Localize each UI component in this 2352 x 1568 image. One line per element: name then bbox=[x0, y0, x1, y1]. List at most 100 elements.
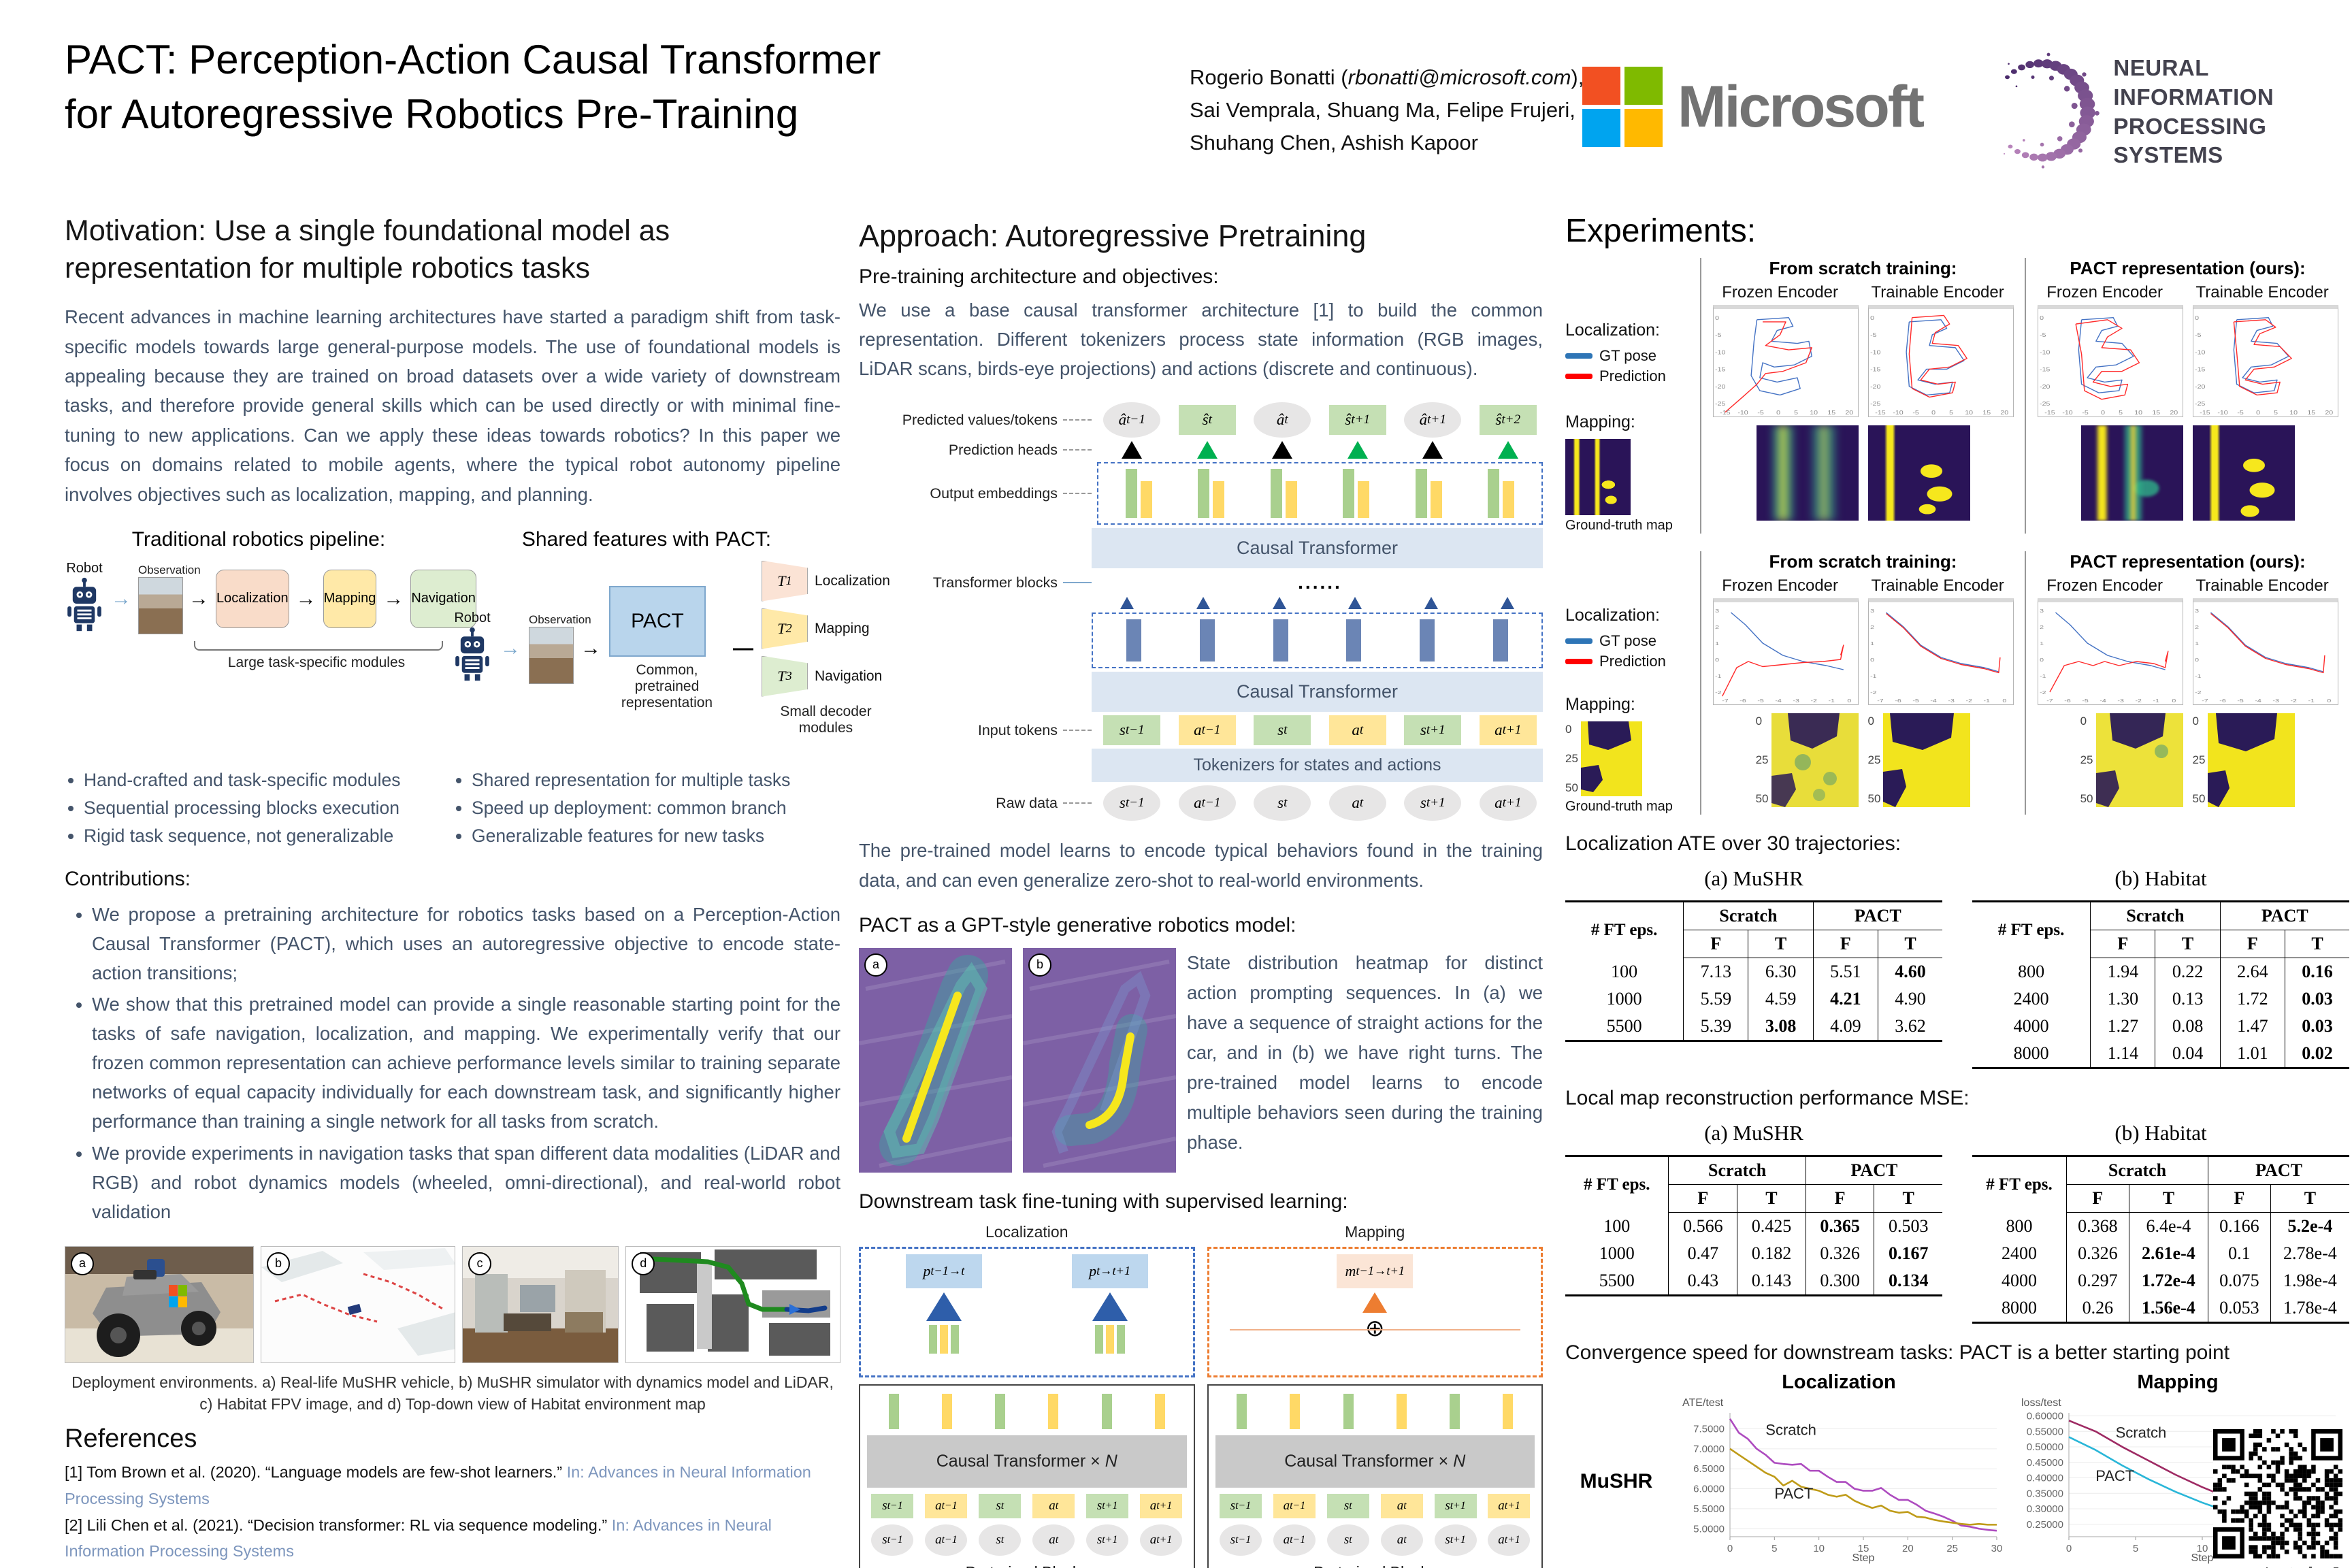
table-cell: T bbox=[1748, 930, 1814, 958]
trainable-encoder-label: Trainable Encoder bbox=[1871, 283, 2004, 301]
svg-text:-1: -1 bbox=[1870, 673, 1876, 679]
svg-text:PACT: PACT bbox=[1774, 1485, 1813, 1502]
svg-text:-4: -4 bbox=[1775, 698, 1781, 703]
svg-text:-3: -3 bbox=[2117, 698, 2123, 703]
table-cell: 0.26 bbox=[2066, 1294, 2129, 1323]
svg-text:10: 10 bbox=[1810, 410, 1818, 415]
map-prediction bbox=[2192, 425, 2295, 521]
contributions-list: We propose a pretraining architecture fo… bbox=[65, 900, 840, 1227]
reference-1: [1] Tom Brown et al. (2020). “Language m… bbox=[65, 1463, 811, 1507]
svg-text:-2: -2 bbox=[1870, 689, 1876, 695]
table-cell: 2.61e-4 bbox=[2128, 1240, 2208, 1267]
frozen-encoder-label: Frozen Encoder bbox=[1722, 283, 1839, 301]
table-cell: 4000 bbox=[2013, 1016, 2049, 1036]
table-cell: 800 bbox=[2018, 961, 2045, 981]
table-cell: Scratch bbox=[1683, 901, 1814, 930]
head-triangle-green bbox=[1497, 441, 1518, 459]
ms-square-blue bbox=[1582, 109, 1620, 147]
svg-text:10: 10 bbox=[2289, 410, 2298, 415]
svg-text:Step: Step bbox=[1852, 1552, 1875, 1564]
head-triangle-black bbox=[1122, 441, 1143, 459]
svg-text:-6: -6 bbox=[2064, 698, 2070, 703]
decoder-caption: Small decoder modules bbox=[780, 703, 872, 736]
svg-text:-15: -15 bbox=[1870, 367, 1880, 372]
svg-text:15: 15 bbox=[1858, 1543, 1869, 1554]
map-prediction bbox=[2080, 425, 2183, 521]
svg-text:20: 20 bbox=[2000, 410, 2008, 415]
svg-text:0: 0 bbox=[2101, 410, 2105, 415]
svg-text:20: 20 bbox=[1902, 1543, 1914, 1554]
legend-prediction: Prediction bbox=[1599, 368, 1666, 385]
svg-text:-20: -20 bbox=[1870, 384, 1880, 389]
svg-text:3: 3 bbox=[2195, 608, 2199, 613]
table-cell: T bbox=[2155, 930, 2221, 958]
table-cell: PACT bbox=[1805, 1156, 1942, 1185]
table-cell: 5500 bbox=[1599, 1271, 1635, 1290]
trash-icon[interactable] bbox=[2303, 1566, 2318, 1568]
svg-text:1: 1 bbox=[1715, 640, 1719, 646]
output-embeddings-row: Output embeddings bbox=[859, 462, 1543, 525]
svg-text:20: 20 bbox=[2325, 410, 2333, 415]
list-item: We propose a pretraining architecture fo… bbox=[92, 900, 840, 988]
legend-gt-pose: GT pose bbox=[1599, 632, 1656, 649]
svg-text:3: 3 bbox=[2040, 608, 2044, 613]
table-cell: 1.01 bbox=[2219, 1040, 2285, 1068]
table-cell: 1.72e-4 bbox=[2128, 1267, 2208, 1294]
figure-left-labels: Localization: GT pose Prediction Mapping… bbox=[1565, 551, 1700, 815]
table-cell: 0.16 bbox=[2284, 958, 2349, 985]
svg-text:5.0000: 5.0000 bbox=[1693, 1523, 1725, 1535]
svg-text:15: 15 bbox=[1982, 410, 1991, 415]
svg-text:5: 5 bbox=[1771, 1543, 1777, 1554]
causal-transformer-n-box: Causal Transformer × N bbox=[867, 1435, 1187, 1488]
table-cell: F bbox=[2219, 930, 2285, 958]
heatmap-b-art bbox=[1023, 959, 1176, 1168]
table-cell: 3.62 bbox=[1877, 1013, 1942, 1041]
svg-text:5: 5 bbox=[1794, 410, 1798, 415]
table-cell: 1.30 bbox=[2090, 985, 2155, 1013]
svg-text:0: 0 bbox=[1715, 657, 1719, 662]
table-cell: Scratch bbox=[1668, 1156, 1806, 1185]
svg-text:0: 0 bbox=[2195, 657, 2199, 662]
svg-text:10: 10 bbox=[2197, 1543, 2208, 1554]
table-cell: Scratch bbox=[2090, 901, 2221, 930]
svg-text:-1: -1 bbox=[2308, 698, 2314, 703]
traditional-bullets: Hand-crafted and task-specific modulesSe… bbox=[65, 766, 453, 850]
tick-label: 25 bbox=[2192, 753, 2206, 766]
svg-text:3: 3 bbox=[1715, 608, 1719, 613]
task-mapping: Mapping bbox=[815, 620, 870, 636]
table-cell: 0.297 bbox=[2066, 1267, 2129, 1294]
robot-label: Robot bbox=[454, 610, 491, 625]
svg-text:0: 0 bbox=[2256, 410, 2260, 415]
svg-text:0: 0 bbox=[1727, 1543, 1733, 1554]
svg-text:-1: -1 bbox=[1983, 698, 1989, 703]
figure-left-labels: Localization: GT pose Prediction Mapping… bbox=[1565, 258, 1700, 534]
deploy-image-habitat-map: d bbox=[625, 1245, 840, 1363]
svg-text:-4: -4 bbox=[2100, 698, 2106, 703]
gpt-description: State distribution heatmap for distinct … bbox=[1187, 951, 1543, 1153]
svg-text:-20: -20 bbox=[2040, 384, 2050, 389]
arrow-icon: → bbox=[581, 636, 601, 659]
contributions-heading: Contributions: bbox=[65, 867, 191, 890]
badge-c: c bbox=[468, 1252, 491, 1275]
ms-square-yellow bbox=[1624, 109, 1663, 147]
experiments-heading: Experiments: bbox=[1565, 213, 1757, 249]
tick-label: 25 bbox=[1755, 753, 1769, 766]
table-cell: T bbox=[2284, 930, 2349, 958]
svg-text:-15: -15 bbox=[1720, 410, 1730, 415]
